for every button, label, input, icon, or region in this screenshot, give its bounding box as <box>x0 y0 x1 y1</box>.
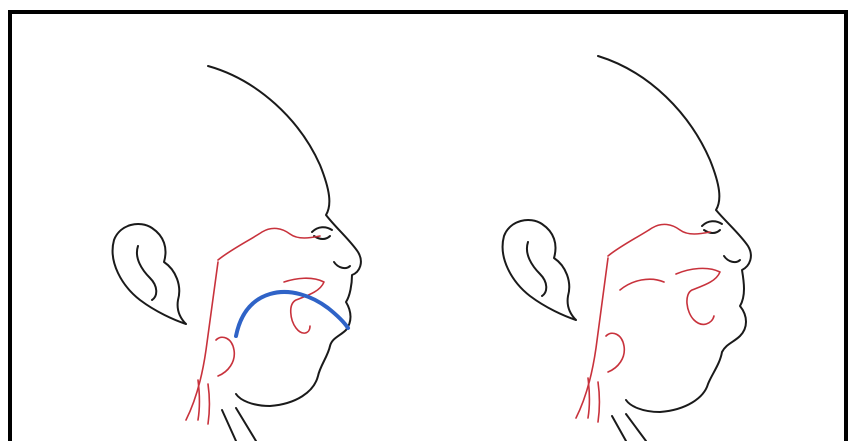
left-neck <box>222 408 256 441</box>
right-neck <box>612 414 646 441</box>
right-airway-outline <box>608 224 710 256</box>
diagram-frame <box>10 12 846 441</box>
right-palate <box>620 268 720 324</box>
right-nostril <box>724 256 740 262</box>
left-pharynx <box>186 262 218 420</box>
left-tongue-highlight[interactable] <box>236 292 348 336</box>
right-head-profile <box>598 56 751 412</box>
left-airway-outline <box>218 228 320 260</box>
right-head <box>503 56 751 441</box>
right-ear <box>503 220 576 320</box>
right-neck-vessels <box>588 333 624 422</box>
left-head-profile <box>208 66 361 406</box>
left-neck-vessels <box>198 337 234 424</box>
right-eye <box>702 221 722 233</box>
right-pharynx <box>576 258 608 418</box>
left-nostril <box>334 262 350 268</box>
left-palate <box>284 278 324 333</box>
left-head <box>113 66 361 441</box>
left-ear <box>113 224 186 324</box>
